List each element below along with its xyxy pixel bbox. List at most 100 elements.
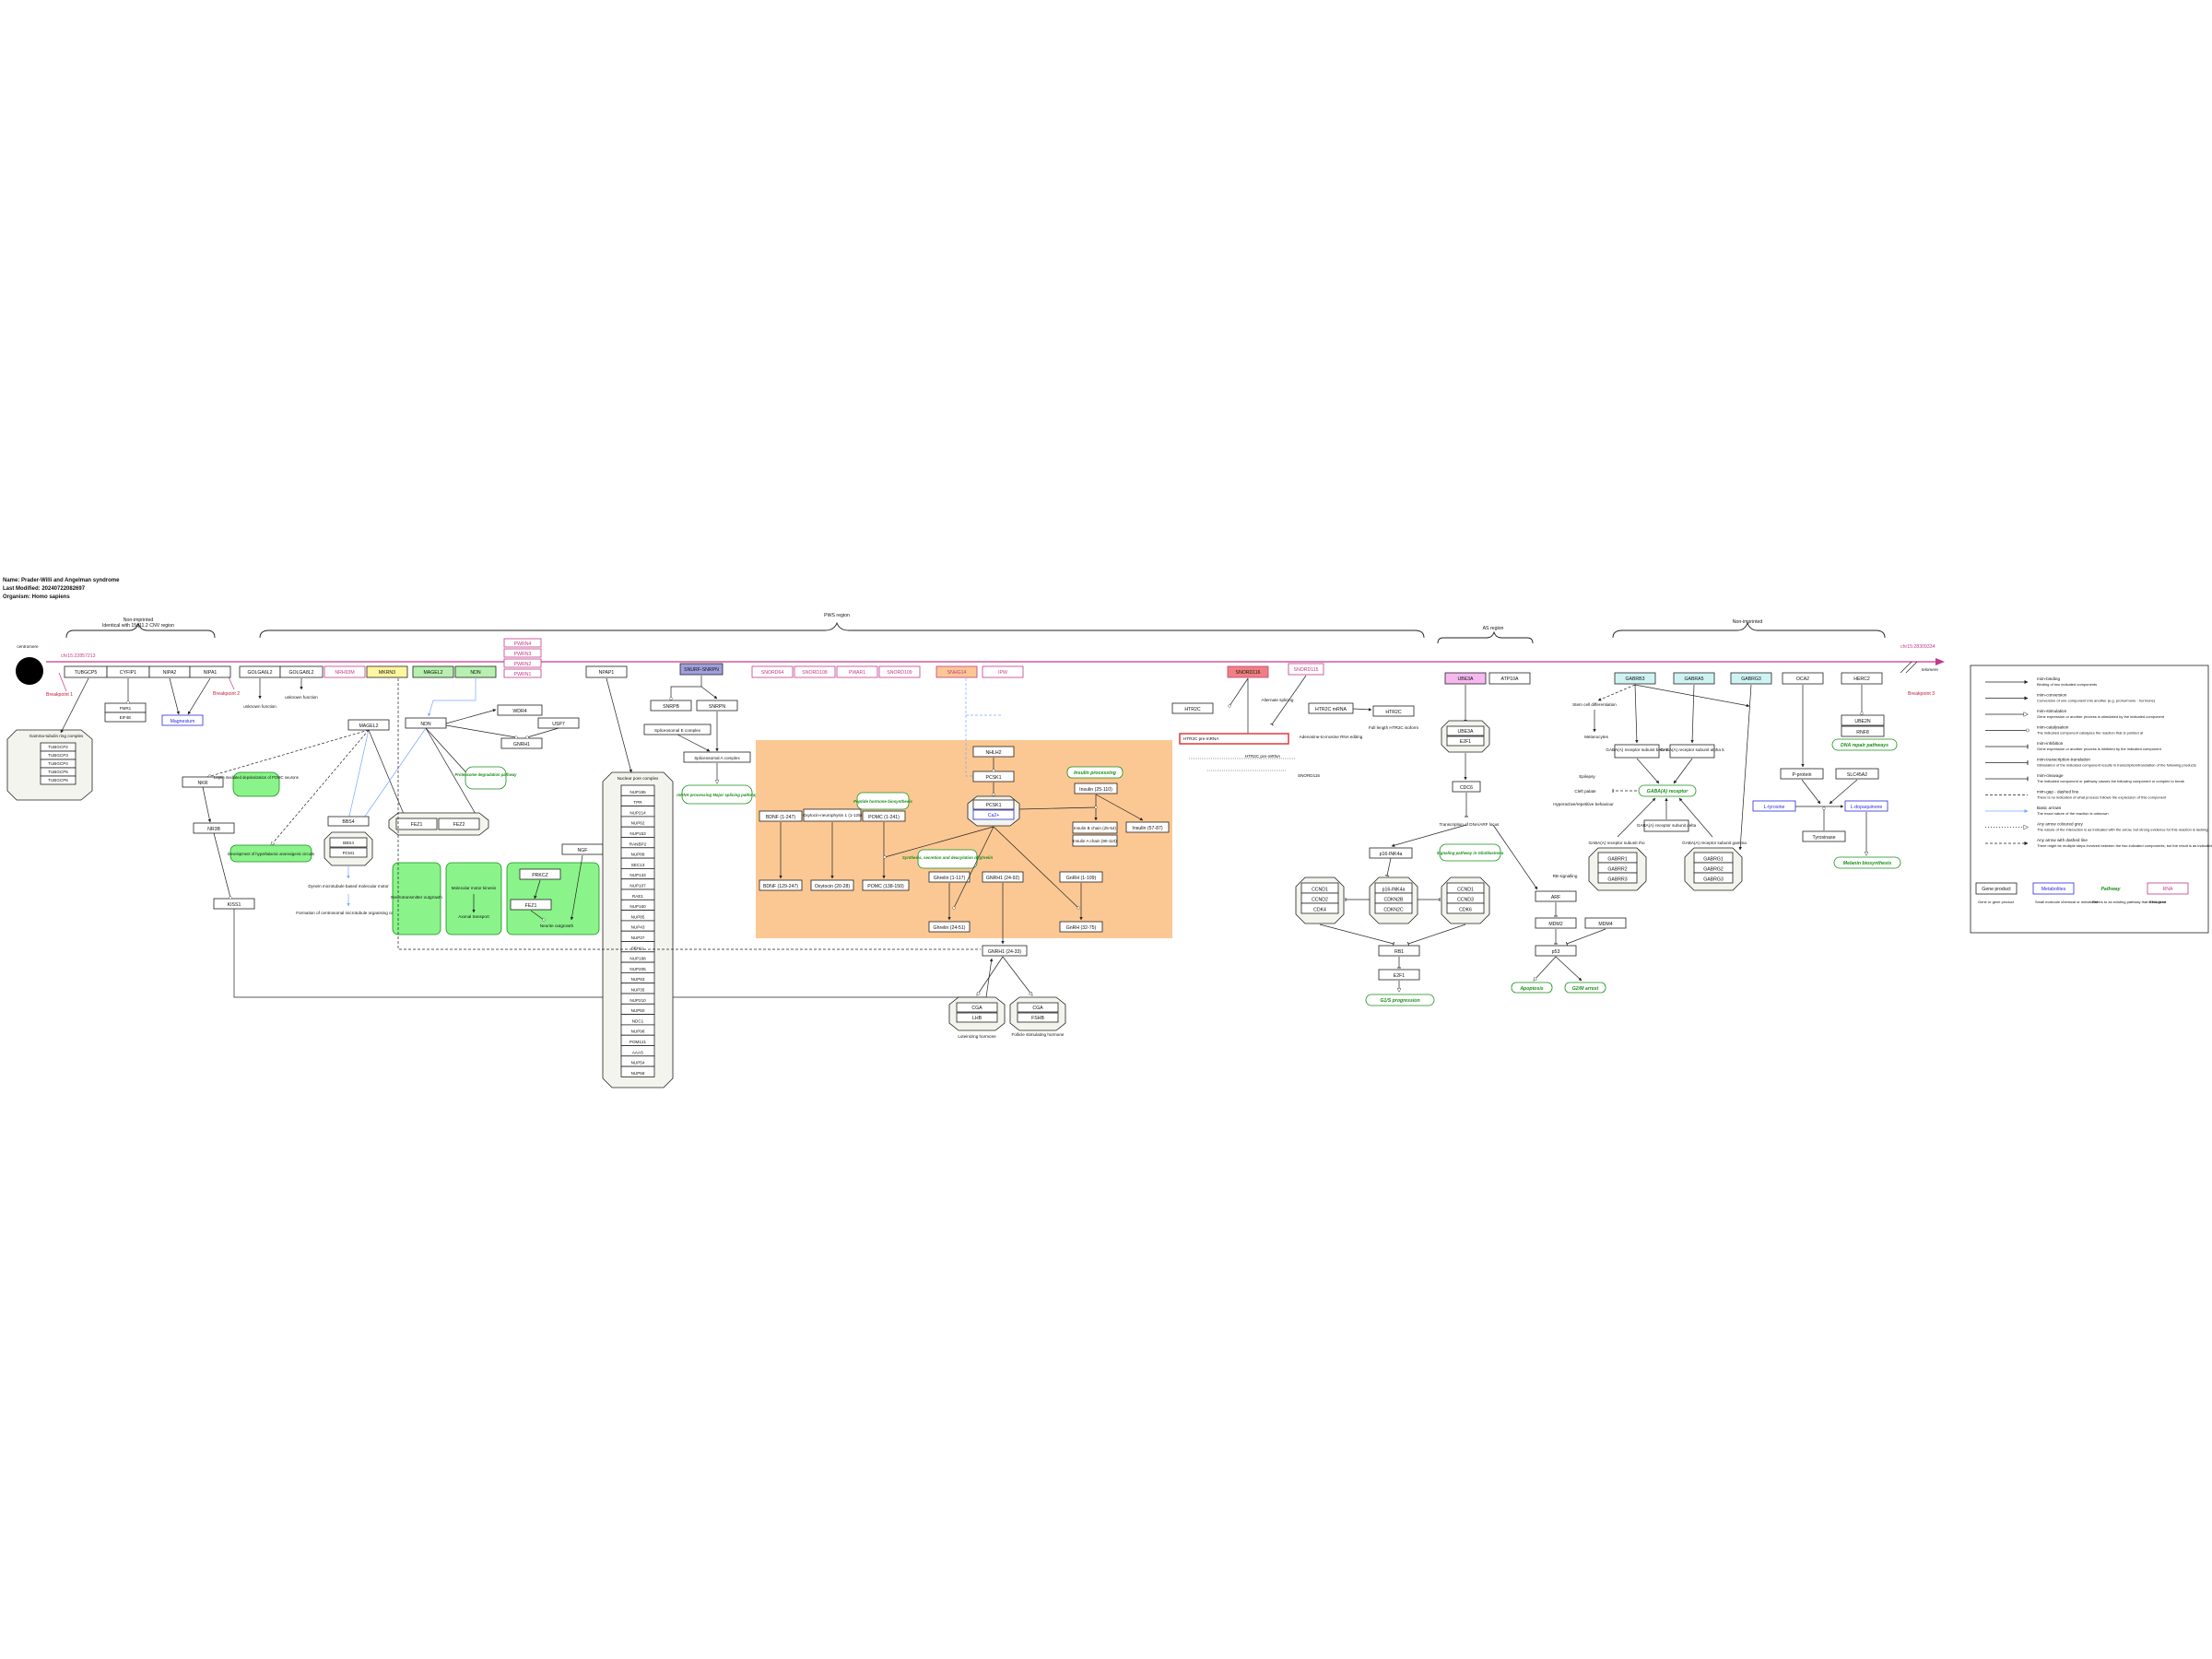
magnesium-box[interactable]	[161, 714, 204, 726]
gabad-box[interactable]	[1643, 819, 1689, 832]
fez1b-box[interactable]	[510, 899, 552, 911]
nhlh2-box[interactable]	[972, 746, 1015, 758]
tubgcp2[interactable]: TUBGCP2	[48, 745, 68, 749]
wdr4-box[interactable]	[497, 704, 543, 716]
gabr-gamma-box[interactable]	[1693, 872, 1734, 884]
oxy2-box[interactable]	[810, 879, 854, 891]
g1s-pathway[interactable]	[1365, 994, 1435, 1006]
gene-herc2[interactable]: HERC2	[1853, 677, 1870, 682]
htr2c-exon-box[interactable]	[1179, 733, 1289, 745]
tubgcp5[interactable]: TUBGCP5	[48, 770, 68, 774]
tubgcp6[interactable]: TUBGCP6	[48, 778, 68, 782]
slc45a2-box[interactable]	[1835, 768, 1879, 780]
proteasome-pathway[interactable]	[465, 766, 507, 790]
ccnd-b-box[interactable]	[1446, 902, 1485, 914]
htr2c2-box[interactable]	[1372, 705, 1415, 717]
gn2-box[interactable]	[1059, 921, 1103, 933]
fshb-box[interactable]	[1017, 1012, 1059, 1023]
htr2c-box[interactable]	[1171, 702, 1214, 714]
ins57-box[interactable]	[1125, 821, 1170, 833]
pomc2-box[interactable]	[862, 879, 910, 891]
gene-tubgcp5[interactable]: TUBGCP5	[75, 670, 98, 676]
e2f1-box[interactable]	[1446, 735, 1485, 747]
oxy-box[interactable]	[803, 808, 862, 822]
hypothalamic-pathway[interactable]	[229, 844, 312, 863]
rna-snord108[interactable]: SNORD108	[802, 670, 828, 676]
pomc-box[interactable]	[862, 810, 906, 822]
melanin-pathway[interactable]	[1833, 856, 1901, 869]
fez2-box[interactable]	[438, 818, 480, 830]
gnrh-24-box[interactable]	[982, 871, 1024, 883]
rna-pwrn1[interactable]: PWRN1	[514, 672, 532, 677]
gene-snurf-snrpn[interactable]: SNURF-SNRPN	[684, 667, 719, 673]
gabr-rho-box[interactable]	[1597, 872, 1638, 884]
gene-ndn[interactable]: NDN	[470, 670, 480, 676]
bdnf2-box[interactable]	[759, 879, 803, 891]
neurotransmitter-pathway[interactable]	[392, 862, 441, 935]
gnrh1-box[interactable]	[500, 737, 543, 749]
dna-repair-pathway[interactable]	[1831, 738, 1898, 751]
rb1-box[interactable]	[1378, 945, 1420, 957]
gene-ube3a[interactable]: UBE3A	[1457, 677, 1474, 682]
e2f1b-box[interactable]	[1378, 969, 1420, 981]
gene-atp10a[interactable]: ATP10A	[1501, 677, 1519, 682]
rna-snord116[interactable]: SNORD116	[1235, 670, 1260, 676]
cga2-box[interactable]	[1017, 1002, 1059, 1013]
pcm1-box[interactable]	[329, 847, 368, 858]
rna-snhg14[interactable]: SNHG14	[947, 670, 967, 676]
snrpb-box[interactable]	[650, 700, 692, 712]
apoptosis-pathway[interactable]	[1511, 982, 1553, 994]
mdm2-box[interactable]	[1535, 917, 1577, 929]
ccnd-a-box[interactable]	[1300, 902, 1339, 914]
gene-npap1[interactable]: NPAP1	[599, 670, 615, 676]
dopaquinone-box[interactable]	[1844, 800, 1888, 812]
gene-gabrg3[interactable]: GABRG3	[1741, 677, 1761, 682]
fez1-box[interactable]	[395, 818, 438, 830]
insa-box[interactable]	[1072, 834, 1118, 847]
gnrh-33-box[interactable]	[982, 945, 1028, 957]
rna-snord64[interactable]: SNORD64	[761, 670, 784, 676]
gab2-box[interactable]	[1669, 744, 1715, 759]
insb-box[interactable]	[1072, 821, 1118, 834]
snrpn-box[interactable]	[696, 700, 738, 712]
arf-box[interactable]	[1535, 890, 1577, 902]
prkcz-box[interactable]	[519, 868, 561, 880]
p53-box[interactable]	[1535, 945, 1577, 957]
ghrelin-pathway[interactable]	[917, 849, 978, 869]
rna-nrh93m[interactable]: NRH93M	[335, 670, 354, 676]
g2m-pathway[interactable]	[1564, 982, 1606, 994]
mrna-pathway[interactable]	[681, 784, 753, 805]
eif4e-box[interactable]	[104, 712, 147, 723]
tubgcp3[interactable]: TUBGCP3	[48, 753, 68, 758]
rna-ipw[interactable]: IPW	[998, 670, 1007, 676]
p16-member-box[interactable]	[1374, 902, 1413, 914]
insulin-pathway[interactable]	[1066, 766, 1124, 779]
peptide-pathway[interactable]	[856, 792, 910, 810]
bdnf-box[interactable]	[759, 810, 803, 822]
gn1-box[interactable]	[1059, 871, 1103, 883]
leptin-pathway[interactable]	[232, 771, 280, 797]
gene-golga6l2[interactable]: GOLGA6L2	[247, 670, 272, 676]
tyrosine-box[interactable]	[1752, 800, 1796, 812]
tyrosinase-box[interactable]	[1802, 830, 1846, 842]
gene-nipa1[interactable]: NIPA1	[204, 670, 218, 676]
gene-magel2[interactable]: MAGEL2	[423, 670, 442, 676]
ca-box[interactable]	[972, 809, 1015, 820]
bbs4b-box[interactable]	[329, 837, 368, 848]
spliceosome-a-box[interactable]	[683, 751, 751, 763]
gene-cyfip1[interactable]: CYFIP1	[120, 670, 136, 676]
mdm4-box[interactable]	[1584, 917, 1627, 929]
rna-pwrn4[interactable]: PWRN4	[514, 641, 532, 647]
rna-snord109[interactable]: SNORD109	[887, 670, 912, 676]
gab1-box[interactable]	[1614, 744, 1660, 759]
rna-pwar1[interactable]: PWAR1	[849, 670, 865, 676]
gene-gabra5[interactable]: GABRA5	[1684, 677, 1703, 682]
cdc6-box[interactable]	[1452, 781, 1481, 793]
cga-box[interactable]	[956, 1002, 998, 1013]
bbs4-box[interactable]	[327, 816, 370, 827]
pprotein-box[interactable]	[1780, 768, 1824, 780]
gene-mkrn3[interactable]: MKRN3	[379, 670, 395, 676]
ghrelin-box[interactable]	[928, 871, 971, 883]
rnf8-box[interactable]	[1841, 725, 1885, 737]
rna-pwrn3[interactable]: PWRN3	[514, 652, 532, 657]
